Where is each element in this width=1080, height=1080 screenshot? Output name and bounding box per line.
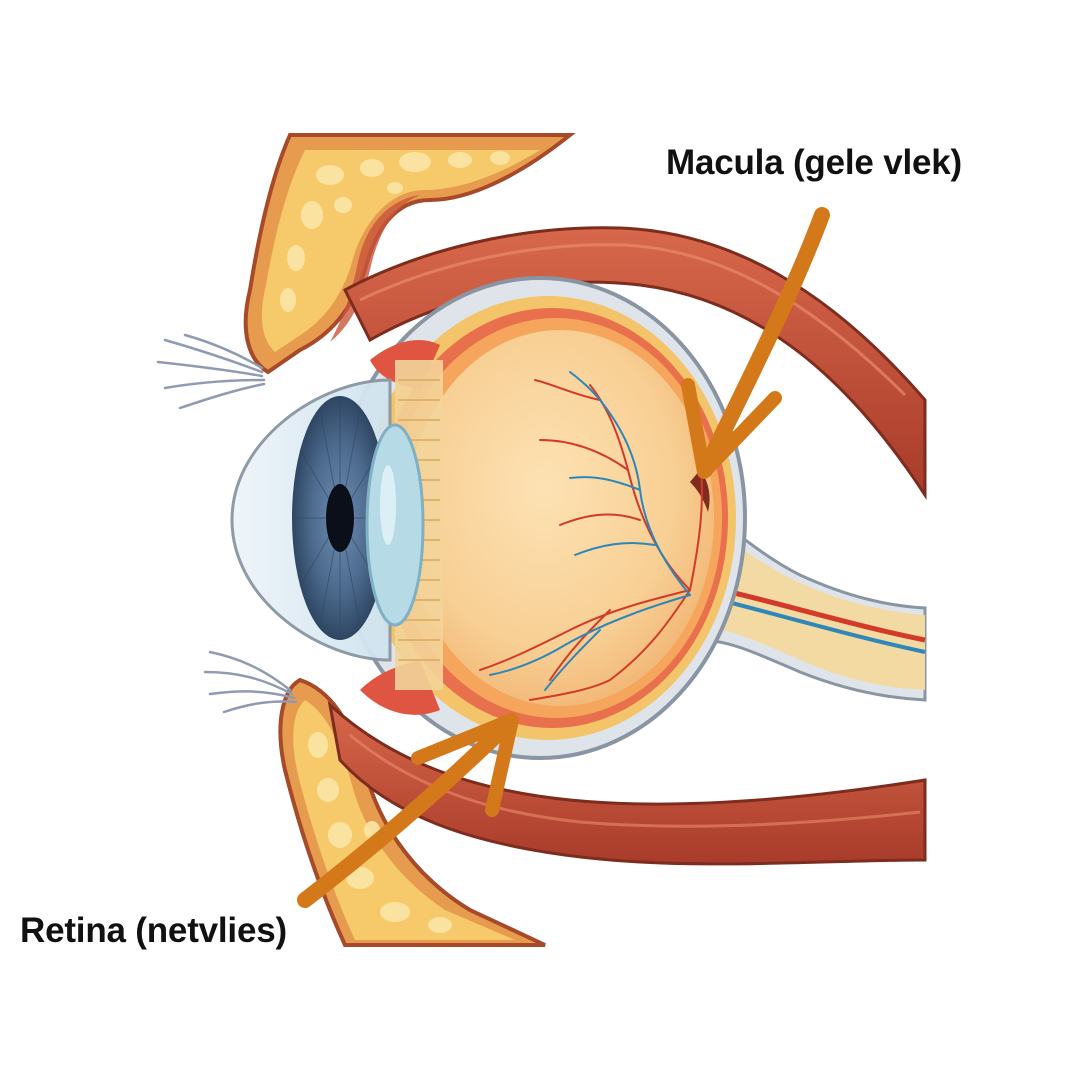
arrow-macula-shaft [697,207,830,478]
retina-label: Retina (netvlies) [20,911,287,950]
arrow-macula-head [681,378,782,479]
arrow-icon [681,207,830,479]
macula-spot [690,470,710,512]
arrow-icon [297,713,519,908]
vitreous-body [406,330,714,706]
pupil [326,484,354,552]
arrow-retina-head [411,713,519,817]
lens [365,423,425,627]
arrow-retina-shaft [297,714,518,908]
eyelashes [156,333,298,714]
macula-label: Macula (gele vlek) [666,143,962,182]
upper-eyelid-fat [243,133,576,375]
